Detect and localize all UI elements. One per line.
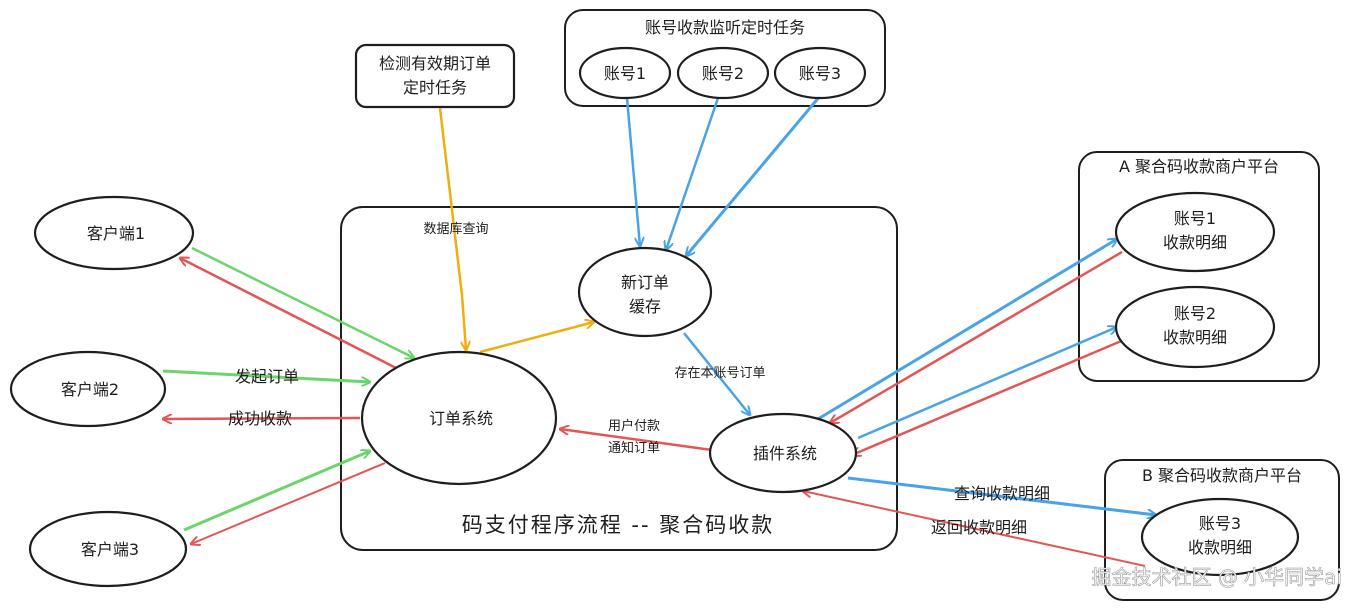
edge-listen3-to-cache	[686, 95, 822, 256]
new-order-cache-node	[577, 246, 713, 338]
detect-task-line1: 检测有效期订单	[379, 54, 491, 73]
edge-order-to-client2	[163, 418, 361, 419]
client2-label: 客户端2	[61, 380, 119, 399]
order-system-label: 订单系统	[429, 409, 493, 428]
platform-a-frame	[1078, 151, 1320, 382]
edge-cache-to-plugin	[683, 332, 750, 415]
client3-label: 客户端3	[81, 540, 139, 559]
listen-group-title: 账号收款监听定时任务	[645, 18, 805, 37]
edge-plugin-to-order	[560, 429, 713, 452]
platform-a-title: A 聚合码收款商户平台	[1119, 157, 1279, 176]
edge-a2-to-plugin	[852, 337, 1127, 455]
listen-account3-node	[773, 46, 867, 100]
client2-node	[9, 350, 167, 428]
plugin-system-node	[708, 412, 858, 494]
edge-order-to-cache	[479, 322, 594, 354]
label-notify-line2: 通知订单	[608, 440, 660, 456]
platform-a-account2-line1: 账号2	[1174, 304, 1216, 323]
cache-label-line1: 新订单	[621, 273, 669, 292]
label-db-query: 数据库查询	[423, 221, 488, 237]
edge-client3-to-order	[183, 451, 370, 532]
edge-client1-to-order	[191, 246, 414, 358]
edge-order-to-client3	[191, 462, 386, 544]
cache-label-line2: 缓存	[629, 297, 661, 316]
listen-account1-label: 账号1	[604, 64, 646, 83]
client1-label: 客户端1	[87, 224, 145, 243]
edge-client2-to-order	[162, 369, 370, 382]
platform-b-account3-node	[1140, 497, 1300, 577]
order-system-node	[360, 350, 558, 486]
label-initiate-order: 发起订单	[235, 367, 299, 386]
edge-b3-to-plugin	[803, 491, 1146, 567]
platform-b-account3-line2: 收款明细	[1188, 538, 1252, 557]
client1-node	[33, 195, 195, 271]
label-query-details: 查询收款明细	[954, 484, 1050, 503]
client3-node	[28, 510, 188, 588]
platform-b-title: B 聚合码收款商户平台	[1142, 466, 1302, 485]
label-return-details: 返回收款明细	[931, 518, 1027, 537]
label-notify-line1: 用户付款	[608, 418, 660, 434]
main-process-frame	[340, 206, 898, 551]
listen-account1-node	[578, 46, 672, 100]
detect-task-line2: 定时任务	[403, 78, 467, 97]
listen-account3-label: 账号3	[799, 64, 841, 83]
label-payment-success: 成功收款	[228, 409, 292, 428]
edge-a1-to-plugin	[830, 250, 1123, 423]
edge-listen2-to-cache	[666, 97, 720, 250]
platform-a-account2-line2: 收款明细	[1163, 328, 1227, 347]
edge-plugin-to-a1	[817, 239, 1117, 421]
detect-task-box	[354, 43, 516, 109]
watermark-text: 掘金技术社区 @ 小华同学ai	[1091, 565, 1342, 589]
platform-a-account2-node	[1114, 285, 1276, 369]
edge-order-to-client1	[180, 258, 401, 372]
edge-plugin-to-b3	[847, 476, 1156, 515]
plugin-system-label: 插件系统	[753, 444, 817, 463]
platform-a-account1-node	[1114, 191, 1276, 273]
edge-plugin-to-a2	[857, 327, 1117, 440]
platform-a-account1-line1: 账号1	[1174, 209, 1216, 228]
platform-a-account1-line2: 收款明细	[1163, 233, 1227, 252]
edge-detect-to-order	[438, 107, 466, 350]
edge-listen1-to-cache	[625, 97, 640, 246]
label-account-order-exists: 存在本账号订单	[674, 366, 765, 381]
platform-b-frame	[1104, 459, 1340, 601]
platform-b-account3-line1: 账号3	[1199, 514, 1241, 533]
main-title: 码支付程序流程 -- 聚合码收款	[462, 513, 775, 537]
listen-account2-node	[676, 46, 770, 100]
listen-task-group	[564, 9, 886, 107]
listen-account2-label: 账号2	[702, 64, 744, 83]
